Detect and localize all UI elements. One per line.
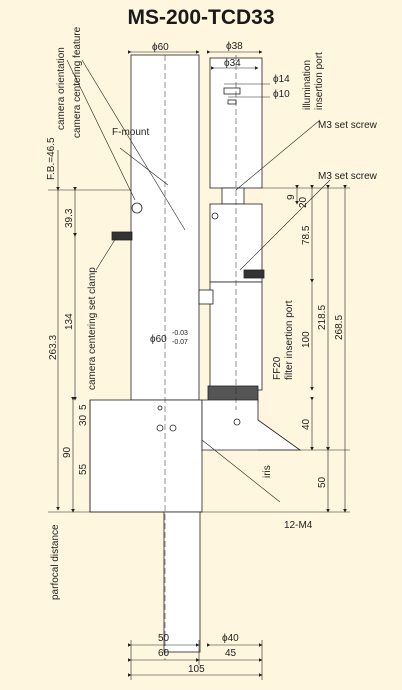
dim-40: 40 bbox=[301, 418, 312, 430]
m3-set-screw bbox=[243, 269, 265, 279]
label-camera-orientation: camera orientation bbox=[56, 47, 67, 130]
label-iris: iris bbox=[262, 465, 273, 478]
dim-218-5: 218.5 bbox=[317, 305, 328, 330]
dim-phi14: ϕ14 bbox=[273, 74, 290, 85]
dim-5: 5 bbox=[78, 404, 89, 410]
dim-50-right: 50 bbox=[317, 476, 328, 488]
dim-phi40: ϕ40 bbox=[222, 633, 239, 644]
dim-78-5: 78.5 bbox=[301, 225, 312, 245]
screw-hole bbox=[211, 212, 219, 220]
drawing-title: MS-200-TCD33 bbox=[127, 6, 275, 29]
label-ff20: FF20 bbox=[272, 356, 283, 380]
orientation-knob bbox=[131, 202, 143, 214]
dim-phi10: ϕ10 bbox=[273, 89, 290, 100]
label-filter-insertion-port: filter insertion port bbox=[284, 300, 295, 380]
dim-9: 9 bbox=[286, 194, 297, 200]
dim-w60: 60 bbox=[158, 648, 170, 659]
dim-134: 134 bbox=[64, 313, 75, 330]
dim-fb: F.B.=46.5 bbox=[46, 137, 57, 180]
right-base bbox=[201, 399, 302, 451]
set-clamp bbox=[111, 231, 133, 241]
screw-hole bbox=[233, 418, 241, 426]
label-12-m4: 12-M4 bbox=[284, 520, 313, 531]
base-block bbox=[89, 399, 203, 513]
dim-55: 55 bbox=[78, 463, 89, 475]
label-camera-centering-set-clamp: camera centering set clamp bbox=[87, 267, 98, 390]
set-screw-block bbox=[221, 187, 245, 205]
screw-hole bbox=[156, 424, 164, 432]
dim-263-3: 263.3 bbox=[48, 335, 59, 360]
dim-100: 100 bbox=[301, 331, 312, 348]
dim-tol-lower: -0.07 bbox=[172, 339, 188, 346]
label-f-mount: F-mount bbox=[112, 127, 149, 138]
dim-w105: 105 bbox=[188, 664, 205, 675]
dim-w45: 45 bbox=[225, 648, 237, 659]
dim-30: 30 bbox=[78, 414, 89, 426]
dim-90: 90 bbox=[62, 446, 73, 458]
dim-phi60-top: ϕ60 bbox=[152, 42, 169, 53]
dim-39-3: 39.3 bbox=[64, 208, 75, 228]
phi10-bore bbox=[227, 99, 237, 105]
screw-hole bbox=[169, 424, 177, 432]
label-m3-set-screw-1: M3 set screw bbox=[318, 120, 378, 131]
dim-phi60-mid: ϕ60 bbox=[150, 334, 167, 345]
label-m3-set-screw-2: M3 set screw bbox=[318, 171, 378, 182]
dim-268-5: 268.5 bbox=[334, 315, 345, 340]
objective-tube bbox=[163, 511, 201, 653]
label-illumination: illumination bbox=[302, 60, 313, 110]
dim-phi34: ϕ34 bbox=[224, 58, 241, 69]
dim-phi38: ϕ38 bbox=[226, 41, 243, 52]
label-insertion-port: insertion port bbox=[314, 52, 325, 110]
dim-tol-upper: -0.03 bbox=[172, 330, 188, 337]
filter-port bbox=[198, 289, 214, 305]
screw-hole bbox=[157, 405, 163, 411]
dim-20: 20 bbox=[298, 196, 309, 208]
phi14-bore bbox=[223, 87, 241, 95]
dim-w50: 50 bbox=[158, 633, 170, 644]
label-parfocal-distance: parfocal distance bbox=[50, 524, 61, 600]
label-camera-centering-feature: camera centering feature bbox=[72, 26, 83, 138]
